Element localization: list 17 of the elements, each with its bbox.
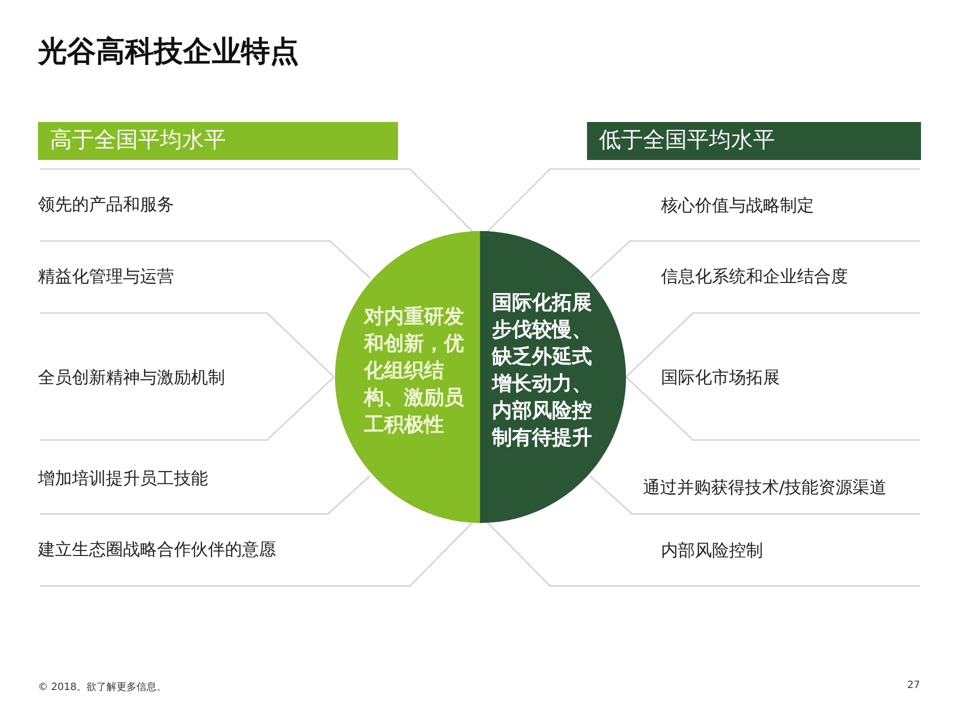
section-header-bar: 高于全国平均水平 <box>38 122 398 160</box>
list-item-text: 建立生态圈战略合作伙伴的意愿 <box>38 539 276 561</box>
list-item-text: 领先的产品和服务 <box>38 194 174 216</box>
list-item-text: 核心价值与战略制定 <box>661 195 814 217</box>
list-item-text: 内部风险控制 <box>661 540 763 562</box>
list-item-text: 全员创新精神与激励机制 <box>38 367 225 389</box>
circle-text: 国际化拓展步伐较慢、缺乏外延式增长动力、内部风险控制有待提升 <box>492 289 593 451</box>
section-header-bar: 低于全国平均水平 <box>587 122 921 160</box>
list-item-text: 信息化系统和企业结合度 <box>661 266 848 288</box>
list-item-text: 通过并购获得技术/技能资源渠道 <box>643 477 887 499</box>
copyright-note: © 2018。欲了解更多信息。 <box>38 680 167 694</box>
list-item-text: 精益化管理与运营 <box>38 266 174 288</box>
list-item-text: 国际化市场拓展 <box>661 367 780 389</box>
page-number: 27 <box>907 680 920 691</box>
circle-text: 对内重研发和创新，优化组织结构、激励员工积极性 <box>364 303 465 438</box>
page-title: 光谷高科技企业特点 <box>38 33 299 70</box>
list-item-text: 增加培训提升员工技能 <box>38 468 208 490</box>
